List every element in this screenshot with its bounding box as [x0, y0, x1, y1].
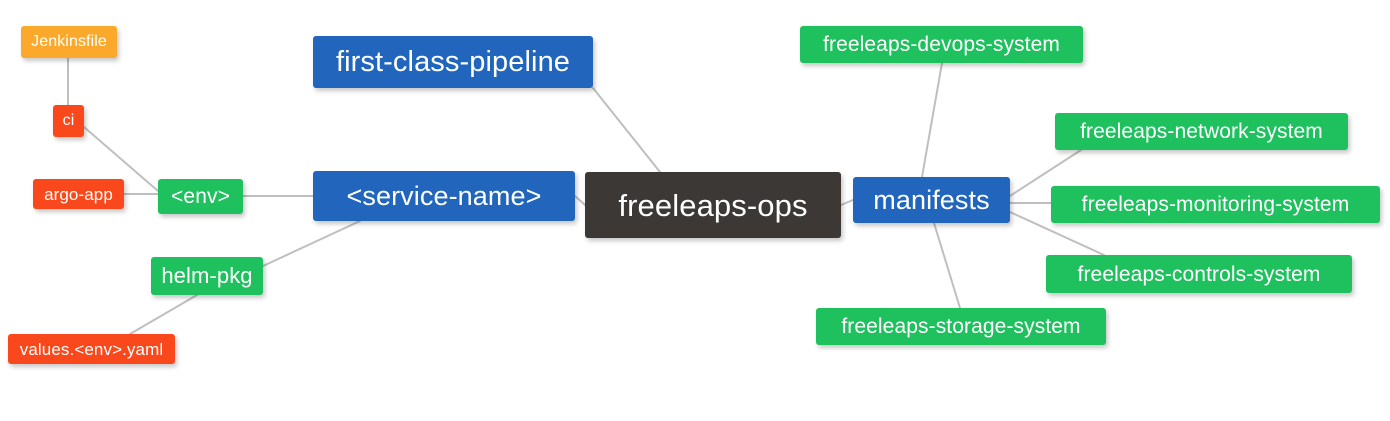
mindmap-node-env[interactable]: <env>: [158, 179, 243, 214]
mindmap-edge: [933, 222, 961, 309]
mindmap-node-label: freeleaps-storage-system: [841, 315, 1081, 338]
mindmap-node-argo-app[interactable]: argo-app: [33, 179, 124, 209]
mindmap-node-freeleaps-monitoring-system[interactable]: freeleaps-monitoring-system: [1051, 186, 1380, 223]
mindmap-node-label: freeleaps-network-system: [1080, 120, 1323, 143]
mindmap-node-label: freeleaps-monitoring-system: [1081, 193, 1350, 216]
mindmap-node-freeleaps-devops-system[interactable]: freeleaps-devops-system: [800, 26, 1083, 63]
mindmap-edge: [840, 199, 854, 206]
mindmap-node-jenkinsfile[interactable]: Jenkinsfile: [21, 26, 117, 58]
mindmap-node-label: values.<env>.yaml: [19, 339, 164, 359]
mindmap-node-first-class-pipeline[interactable]: first-class-pipeline: [313, 36, 593, 88]
mindmap-node-ci[interactable]: ci: [53, 105, 84, 137]
mindmap-node-manifests[interactable]: manifests: [853, 177, 1010, 223]
mindmap-node-label: <service-name>: [346, 180, 542, 211]
mindmap-node-values-env-yaml[interactable]: values.<env>.yaml: [8, 334, 175, 364]
mindmap-node-label: first-class-pipeline: [335, 45, 571, 78]
mindmap-node-label: freeleaps-devops-system: [823, 33, 1060, 56]
mindmap-edge: [574, 195, 586, 206]
mindmap-edge: [262, 220, 361, 267]
mindmap-node-label: ci: [62, 112, 75, 129]
mindmap-node-label: helm-pkg: [161, 263, 253, 288]
mindmap-node-freeleaps-ops[interactable]: freeleaps-ops: [585, 172, 841, 238]
mindmap-node-label: freeleaps-controls-system: [1077, 262, 1321, 286]
mindmap-edge: [129, 294, 198, 335]
mindmap-node-service-name[interactable]: <service-name>: [313, 171, 575, 221]
mindmap-node-label: manifests: [873, 184, 990, 215]
mindmap-node-freeleaps-controls-system[interactable]: freeleaps-controls-system: [1046, 255, 1352, 293]
mindmap-node-label: argo-app: [44, 184, 113, 204]
mindmap-node-label: Jenkinsfile: [31, 33, 107, 50]
mindmap-node-freeleaps-network-system[interactable]: freeleaps-network-system: [1055, 113, 1348, 150]
mindmap-edge: [592, 87, 661, 173]
mindmap-node-freeleaps-storage-system[interactable]: freeleaps-storage-system: [816, 308, 1106, 345]
mindmap-node-helm-pkg[interactable]: helm-pkg: [151, 257, 263, 295]
mindmap-node-label: <env>: [171, 185, 230, 208]
mindmap-edge: [921, 62, 943, 178]
mindmap-node-label: freeleaps-ops: [618, 187, 808, 223]
